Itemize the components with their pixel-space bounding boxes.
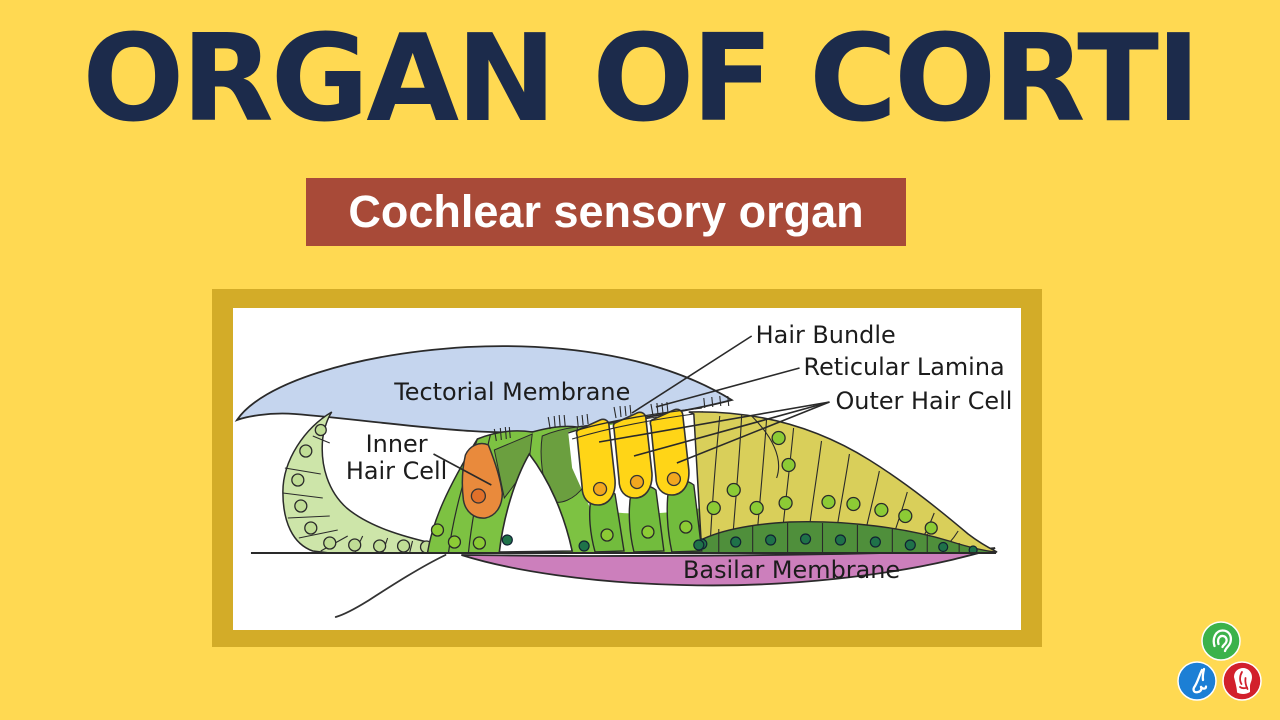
label-inner-hair-cell-line1: Inner [366,430,428,458]
label-reticular-lamina: Reticular Lamina [804,353,1005,381]
label-inner-hair-cell-line2: Hair Cell [346,457,447,485]
label-basilar-membrane: Basilar Membrane [683,556,900,584]
pointer-lines [433,335,830,486]
throat-logo-circle [1222,661,1262,701]
subtitle-badge: Cochlear sensory organ [306,178,906,246]
nose-icon [1192,667,1208,694]
reticular-lamina-shape [567,407,702,440]
tunnel-of-corti [498,452,574,553]
cell-borders [718,523,960,553]
diagram-frame: Tectorial Membrane Inner Hair Cell Hair … [212,289,1042,647]
ear-icon [1212,629,1233,653]
throat-icon [1234,668,1252,694]
tectorial-membrane-shape [234,345,734,434]
cell-nuclei [430,520,693,550]
cell-nuclei [592,471,682,497]
organ-of-corti-diagram: Tectorial Membrane Inner Hair Cell Hair … [234,321,1012,618]
ent-logo [1177,621,1262,701]
hensen-cells [688,411,998,554]
subtitle-text: Cochlear sensory organ [348,186,864,237]
nose-logo-circle [1177,661,1217,701]
page-title: ORGAN OF CORTI [82,10,1200,149]
baseline-tail-line [334,554,447,618]
hair-bundles [493,395,730,442]
label-tectorial-membrane: Tectorial Membrane [393,378,630,406]
label-outer-hair-cell: Outer Hair Cell [835,387,1012,415]
label-hair-bundle: Hair Bundle [756,321,896,349]
cell-nuclei [706,430,938,535]
dark-nuclei [501,534,705,552]
diagram-canvas: Tectorial Membrane Inner Hair Cell Hair … [233,308,1021,630]
ear-logo-circle [1201,621,1241,661]
nucleus [470,488,487,504]
